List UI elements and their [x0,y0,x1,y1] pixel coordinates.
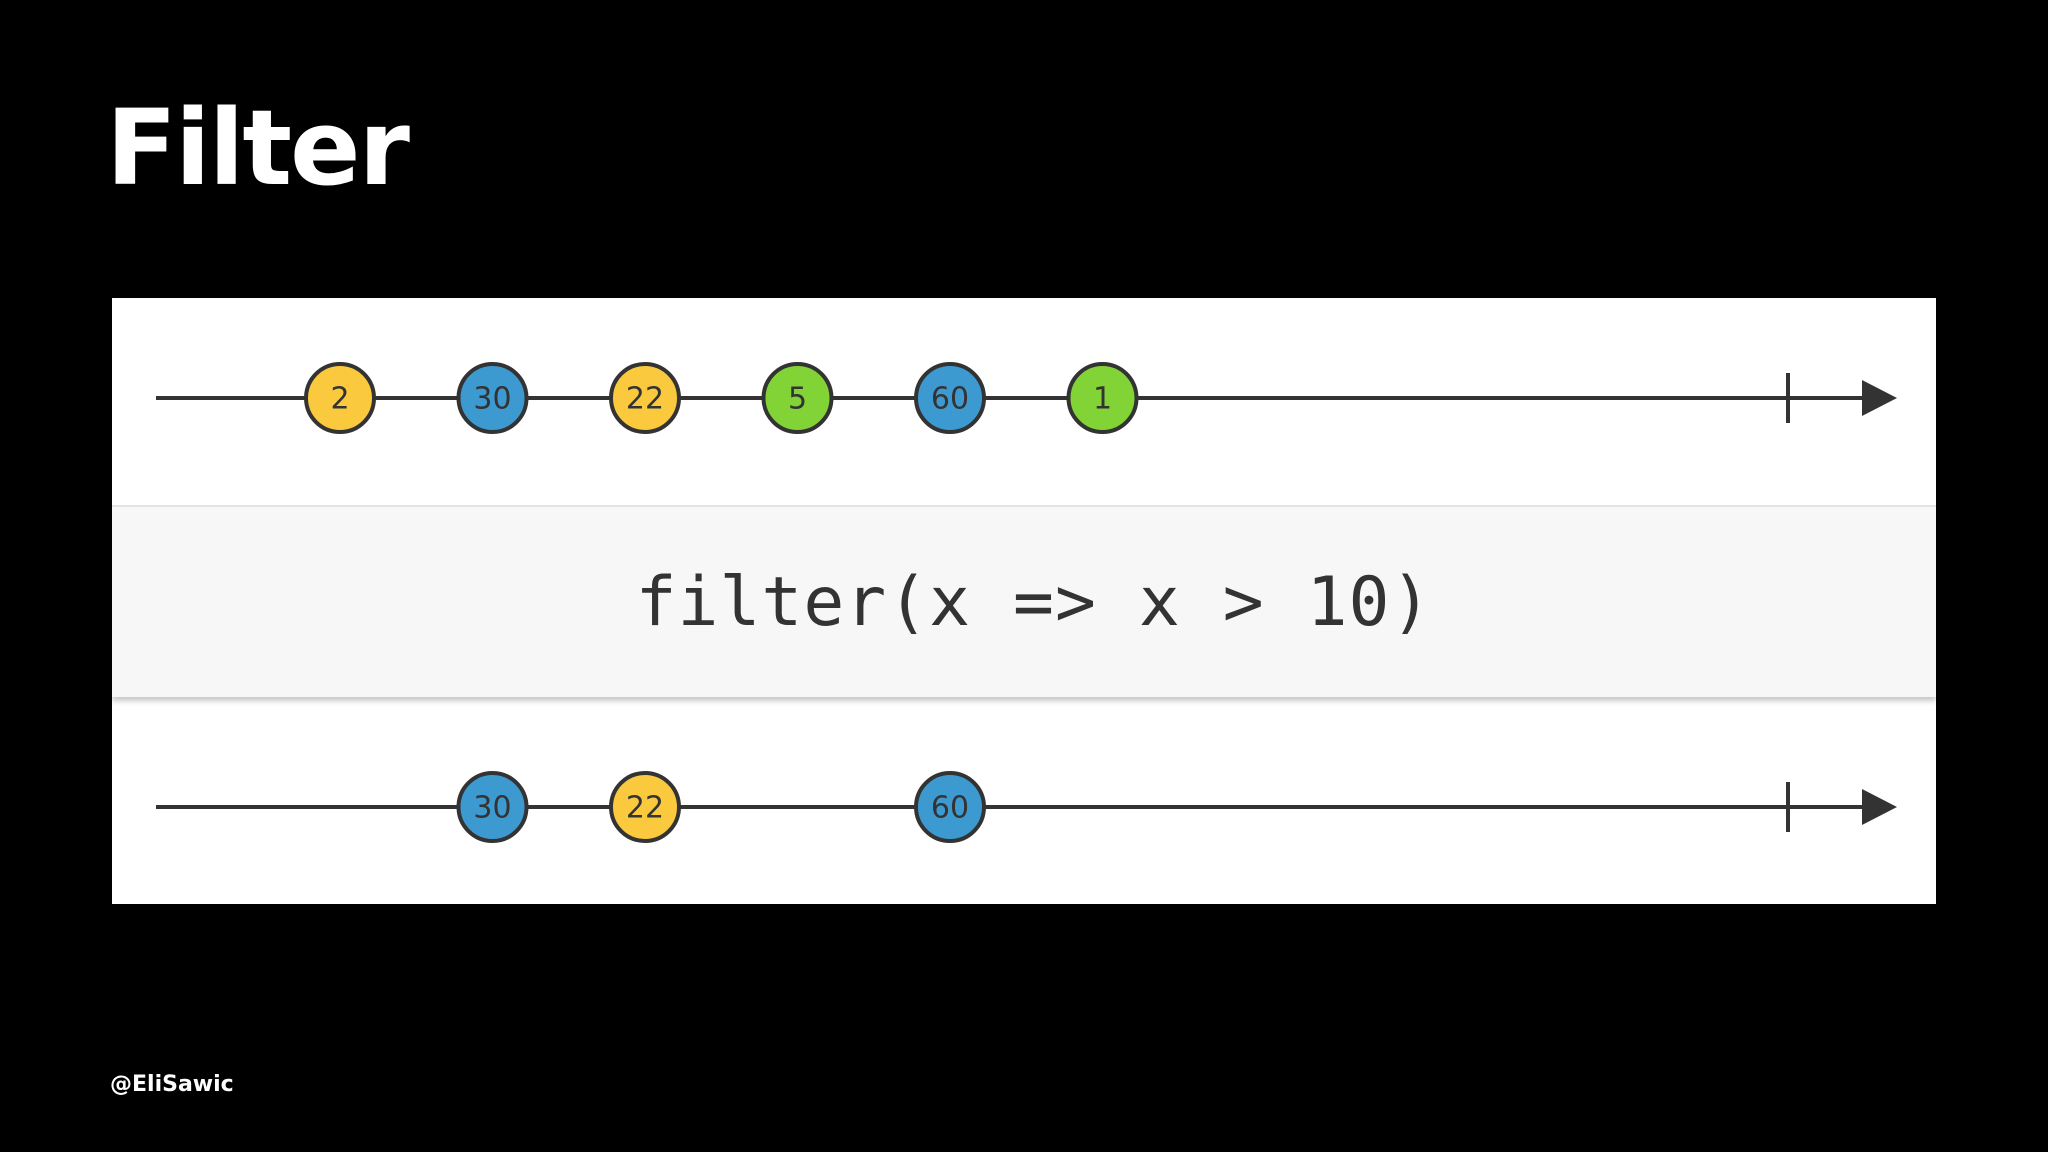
output-marbles: 30 22 60 [456,771,986,843]
output-marble-circle [914,771,986,843]
input-marble-circle [609,362,681,434]
output-marble: 30 [456,771,529,843]
input-marble: 5 [761,362,834,434]
output-timeline: 30 22 60 [112,757,1936,857]
input-marble: 30 [456,362,529,434]
input-marble-circle [304,362,376,434]
operator-box: filter(x => x > 10) [112,505,1936,697]
output-marble: 22 [609,771,681,843]
output-marble: 60 [914,771,986,843]
input-marble-label: 30 [473,382,511,417]
author-handle: @EliSawic [110,1072,234,1097]
output-marble-label: 60 [931,791,969,826]
operator-label: filter(x => x > 10) [635,562,1433,642]
slide-title: Filter [106,87,410,209]
input-timeline-arrow-icon [1862,380,1897,416]
output-marble-circle [609,771,681,843]
input-marble-circle [761,362,834,434]
input-timeline-svg: 2 30 22 5 60 1 [156,362,1897,434]
input-marbles: 2 30 22 5 60 1 [304,362,1139,434]
input-timeline: 2 30 22 5 60 1 [112,348,1936,448]
input-marble-circle [914,362,986,434]
marble-diagram: 2 30 22 5 60 1 filter(x => x > 10) 30 22 60 [112,298,1936,904]
input-marble: 60 [914,362,986,434]
input-marble-label: 5 [788,382,807,417]
input-marble-label: 2 [330,382,349,417]
input-marble-label: 1 [1093,382,1112,417]
input-marble-circle [1066,362,1139,434]
input-marble-label: 60 [931,382,969,417]
output-marble-label: 22 [626,791,664,826]
output-marble-label: 30 [473,791,511,826]
output-timeline-arrow-icon [1862,789,1897,825]
input-marble: 22 [609,362,681,434]
output-timeline-svg: 30 22 60 [156,771,1897,843]
input-marble: 1 [1066,362,1139,434]
input-marble: 2 [304,362,376,434]
input-marble-circle [456,362,529,434]
output-marble-circle [456,771,529,843]
input-marble-label: 22 [626,382,664,417]
